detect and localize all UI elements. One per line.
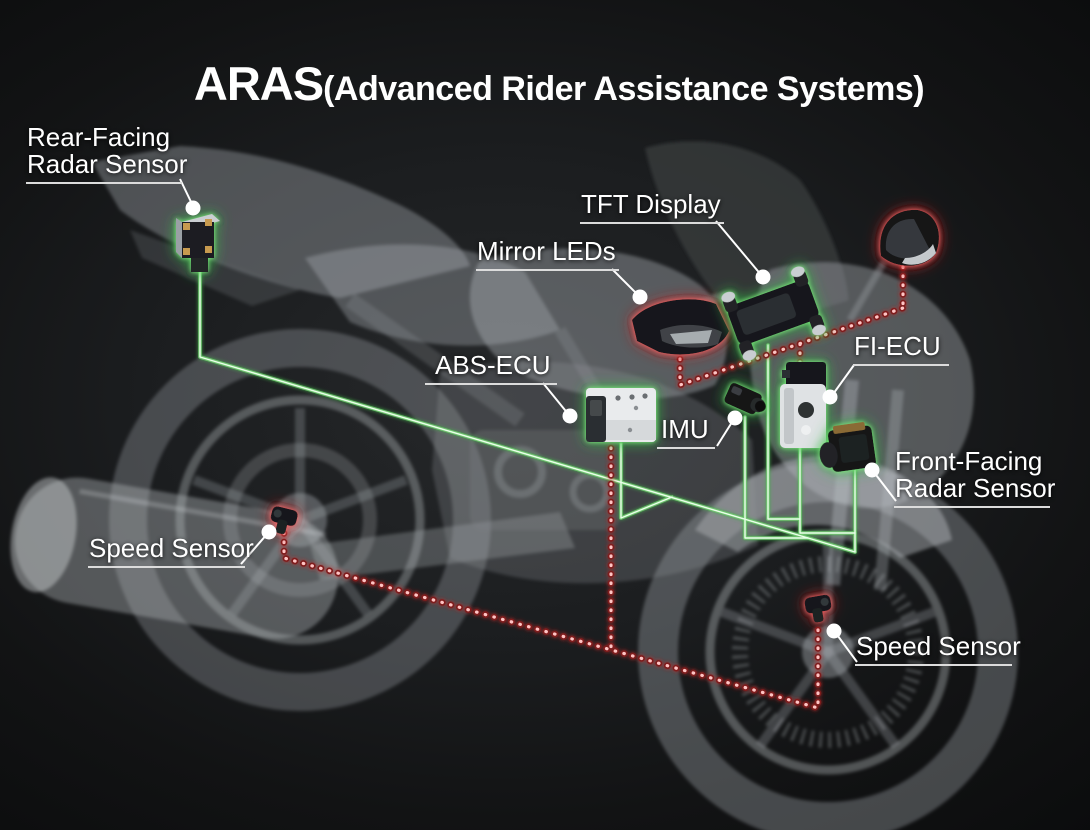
label-rear-facing-radar-sensor: Rear-Facing Radar Sensor: [26, 122, 188, 184]
label-text: FI-ECU: [854, 331, 941, 361]
frame-tube: [345, 293, 525, 427]
title-acronym: ARAS: [193, 57, 324, 110]
label-imu: IMU: [657, 416, 715, 449]
label-text: Speed Sensor: [89, 533, 254, 563]
label-line: Front-Facing: [895, 446, 1043, 476]
label-text: Mirror LEDs: [477, 236, 616, 266]
label-abs-ecu: ABS-ECU: [425, 352, 557, 385]
rear-facing-radar-sensor-component: [176, 214, 220, 272]
leader-dots: [185, 200, 880, 639]
label-text: ABS-ECU: [435, 350, 551, 380]
front-facing-radar-sensor-component: [819, 421, 877, 472]
label-front-facing-radar-sensor: Front-Facing Radar Sensor: [894, 446, 1056, 508]
engine-cover: [494, 446, 546, 498]
front-fender: [695, 455, 952, 558]
red-harness-lines: [280, 263, 907, 712]
green-harness-lines: [198, 256, 857, 554]
fi-ecu-component: [780, 362, 826, 448]
tft-display-component: [721, 266, 826, 361]
label-line: Radar Sensor: [27, 149, 188, 179]
imu-component: [724, 382, 766, 415]
label-line: Rear-Facing: [27, 122, 171, 152]
label-text: IMU: [661, 414, 709, 444]
label-text: TFT Display: [581, 189, 721, 219]
tail-underside: [130, 230, 300, 306]
title-expansion: (Advanced Rider Assistance Systems): [323, 70, 925, 108]
motorcycle-ghost-illustration: [10, 141, 1018, 830]
label-tft-display: TFT Display: [580, 191, 724, 224]
label-speed-sensor-rear: Speed Sensor: [88, 535, 254, 568]
engine-cover: [569, 471, 611, 513]
mirror-leds-right-mirror-component: [880, 209, 939, 266]
label-speed-sensor-front: Speed Sensor: [855, 633, 1021, 666]
exhaust-muffler: [10, 477, 339, 639]
speed-sensor-front-component: [804, 594, 832, 623]
fuel-tank: [469, 248, 727, 399]
label-text: Speed Sensor: [856, 631, 1021, 661]
label-fi-ecu: FI-ECU: [853, 333, 949, 366]
label-line: Radar Sensor: [895, 473, 1056, 503]
speed-sensor-rear-component: [270, 506, 298, 535]
mirror-stalk: [846, 260, 888, 322]
label-mirror-leds: Mirror LEDs: [476, 238, 619, 271]
abs-ecu-component: [586, 388, 656, 442]
page-title: ARAS(Advanced Rider Assistance Systems): [193, 56, 925, 111]
mirror-leds-left-mirror-component: [632, 299, 729, 355]
